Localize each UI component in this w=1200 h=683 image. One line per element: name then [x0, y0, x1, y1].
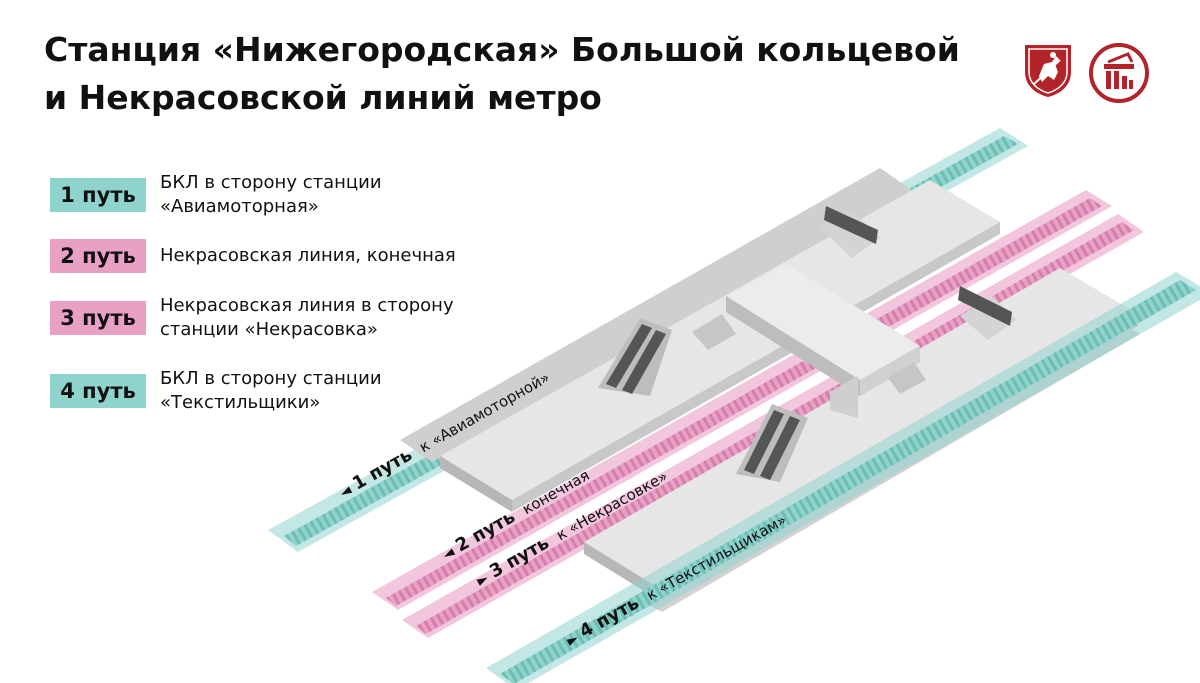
title-line-1: Станция «Нижегородская» Большой кольцево…	[44, 30, 960, 69]
stairs	[692, 314, 926, 394]
track-4	[486, 272, 1200, 683]
escalator-2	[736, 404, 808, 482]
legend-badge: 2 путь	[50, 239, 146, 273]
legend-row-track-3: 3 путь Некрасовская линия в сторону стан…	[50, 294, 560, 342]
transfer-bridge	[726, 264, 920, 418]
legend-description: Некрасовская линия, конечная	[160, 244, 560, 268]
escalator-4	[958, 286, 1016, 340]
legend-line: «Текстильщики»	[160, 392, 321, 413]
legend-description: БКЛ в сторону станции «Текстильщики»	[160, 367, 560, 415]
legend-badge: 3 путь	[50, 301, 146, 335]
escalator-3	[820, 206, 880, 258]
mosinzhproekt-logo-icon	[1089, 43, 1149, 103]
legend-line: БКЛ в сторону станции	[160, 368, 382, 389]
legend-line: «Авиамоторная»	[160, 196, 319, 217]
track-2	[372, 190, 1112, 610]
moscow-coat-of-arms-icon	[1025, 45, 1071, 97]
legend-row-track-2: 2 путь Некрасовская линия, конечная	[50, 239, 560, 273]
legend-row-track-4: 4 путь БКЛ в сторону станции «Текстильщи…	[50, 367, 560, 415]
escalator-1	[598, 318, 672, 396]
page-title: Станция «Нижегородская» Большой кольцево…	[44, 26, 1004, 122]
legend-line: БКЛ в сторону станции	[160, 172, 382, 193]
legend-description: БКЛ в сторону станции «Авиамоторная»	[160, 171, 560, 219]
legend-line: Некрасовская линия в сторону	[160, 295, 454, 316]
legend-line: станции «Некрасовка»	[160, 319, 378, 340]
legend-line: Некрасовская линия, конечная	[160, 245, 456, 266]
legend-badge: 1 путь	[50, 178, 146, 212]
legend-badge: 4 путь	[50, 374, 146, 408]
legend-row-track-1: 1 путь БКЛ в сторону станции «Авиамоторн…	[50, 171, 560, 219]
title-line-2: и Некрасовской линий метро	[44, 78, 602, 117]
legend-description: Некрасовская линия в сторону станции «Не…	[160, 294, 560, 342]
